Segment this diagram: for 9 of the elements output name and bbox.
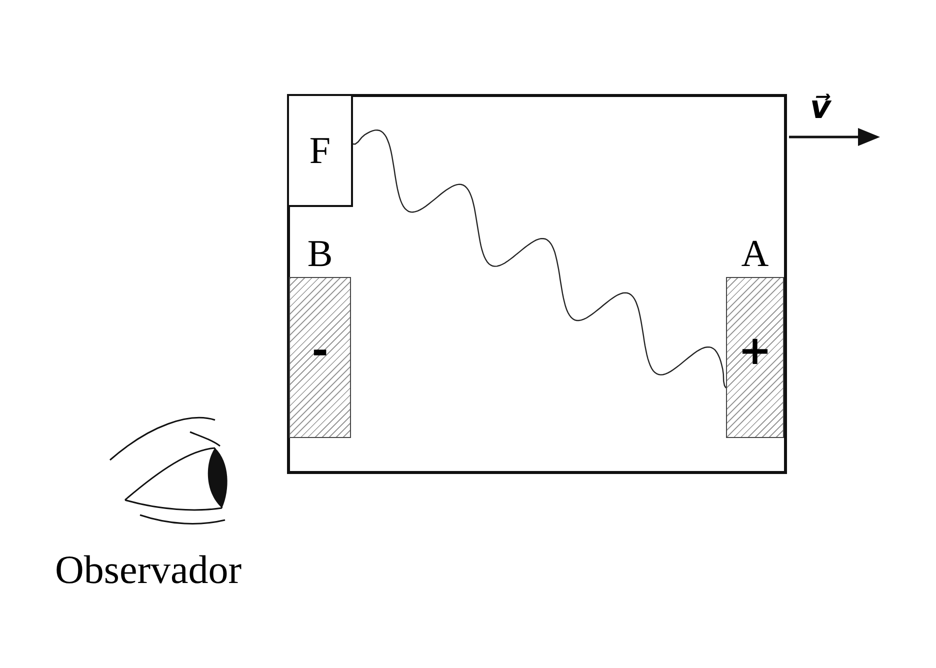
observer-caption: Observador [55,548,242,592]
velocity-label: v⃗ [810,90,831,126]
container-box [287,94,787,474]
charge-sign: + [737,328,773,374]
plate-label: B [306,232,334,276]
charge-sign: - [310,328,330,374]
wavy-line [352,130,727,388]
source-box: F [287,94,353,207]
plate-label: A [740,232,770,276]
